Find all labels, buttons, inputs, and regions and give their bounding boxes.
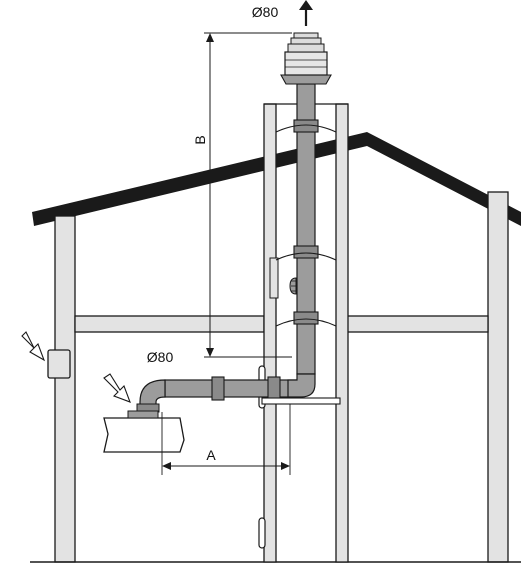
airflow-arrow-icon [21, 331, 46, 362]
chimney-wall-right [335, 103, 349, 563]
top-diameter-label: Ø80 [252, 4, 279, 20]
horizontal-flue-pipe [136, 373, 341, 413]
exhaust-arrow-icon [299, 0, 313, 26]
ceiling-beam-right [346, 315, 489, 333]
vertical-flue-pipe [275, 83, 337, 375]
inspection-hatch-lower [258, 517, 266, 549]
roof [32, 132, 521, 226]
pipe-coupling [211, 376, 225, 401]
chimney-wall-left [263, 103, 277, 563]
left-wall [54, 215, 76, 563]
wall-plate [261, 397, 341, 405]
flue-terminal-cap [280, 32, 332, 85]
airflow-arrow-icon [103, 373, 131, 403]
air-inlet-terminal [47, 349, 71, 379]
pipe-spacer [275, 252, 337, 261]
dimension-b [204, 32, 292, 358]
dimension-a-label: A [206, 447, 216, 463]
mid-diameter-label: Ø80 [147, 349, 174, 365]
chimney-shaft [258, 103, 349, 563]
pipe-coupling [267, 376, 281, 401]
pipe-spacer [275, 318, 337, 327]
pipe-spacer [275, 124, 337, 133]
ceiling-beam-left [74, 315, 265, 333]
dimension-a [161, 404, 291, 475]
pipe-elbow-right [287, 373, 316, 398]
right-wall [487, 191, 509, 563]
dimension-b-label: B [192, 135, 208, 144]
boiler-unit [103, 410, 185, 453]
pipe-coupling [293, 311, 319, 325]
pipe-coupling [293, 245, 319, 259]
